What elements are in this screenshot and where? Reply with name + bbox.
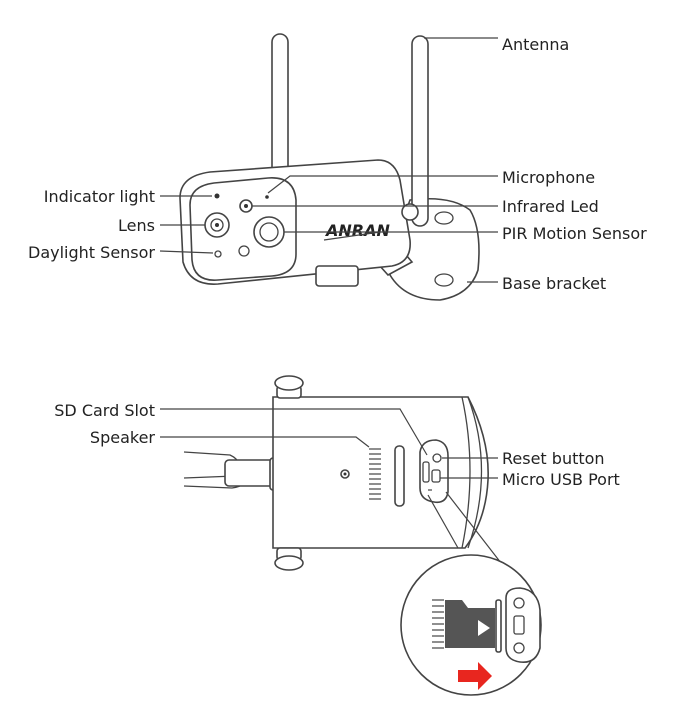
magnified-detail bbox=[400, 489, 542, 696]
label-micro-usb-port: Micro USB Port bbox=[502, 470, 620, 489]
microphone bbox=[265, 195, 269, 199]
indicator-light bbox=[214, 193, 220, 199]
label-lens: Lens bbox=[118, 216, 155, 235]
camera-front-view: ANRAN bbox=[179, 33, 480, 301]
play-arrow-icon bbox=[478, 620, 490, 636]
label-daylight-sensor: Daylight Sensor bbox=[28, 243, 155, 262]
top-leader-lines bbox=[159, 37, 498, 283]
label-reset-button: Reset button bbox=[502, 449, 605, 468]
pir-motion-sensor bbox=[253, 216, 285, 248]
daylight-sensor bbox=[214, 250, 222, 258]
right-antenna bbox=[411, 35, 429, 227]
label-speaker: Speaker bbox=[90, 428, 156, 447]
reset-button bbox=[432, 453, 442, 463]
label-base-bracket: Base bracket bbox=[502, 274, 606, 293]
speaker-grille bbox=[369, 448, 381, 500]
insert-direction-arrow bbox=[458, 662, 492, 690]
label-pir-motion-sensor: PIR Motion Sensor bbox=[502, 224, 647, 243]
bottom-leader-lines bbox=[160, 408, 498, 479]
label-infrared-led: Infrared Led bbox=[502, 197, 599, 216]
camera-side-view bbox=[183, 375, 489, 571]
label-indicator-light: Indicator light bbox=[44, 187, 155, 206]
sd-card-icon bbox=[445, 600, 495, 648]
camera-body-side bbox=[272, 396, 489, 549]
brand-logo: ANRAN bbox=[324, 221, 390, 240]
sd-card-slot bbox=[394, 445, 405, 507]
zoomed-grille bbox=[432, 599, 444, 649]
label-antenna: Antenna bbox=[502, 35, 569, 54]
left-antenna bbox=[271, 33, 289, 185]
label-sd-card-slot: SD Card Slot bbox=[54, 401, 155, 420]
micro-usb-port bbox=[431, 469, 441, 483]
camera-body: ANRAN bbox=[179, 159, 411, 287]
label-microphone: Microphone bbox=[502, 168, 595, 187]
